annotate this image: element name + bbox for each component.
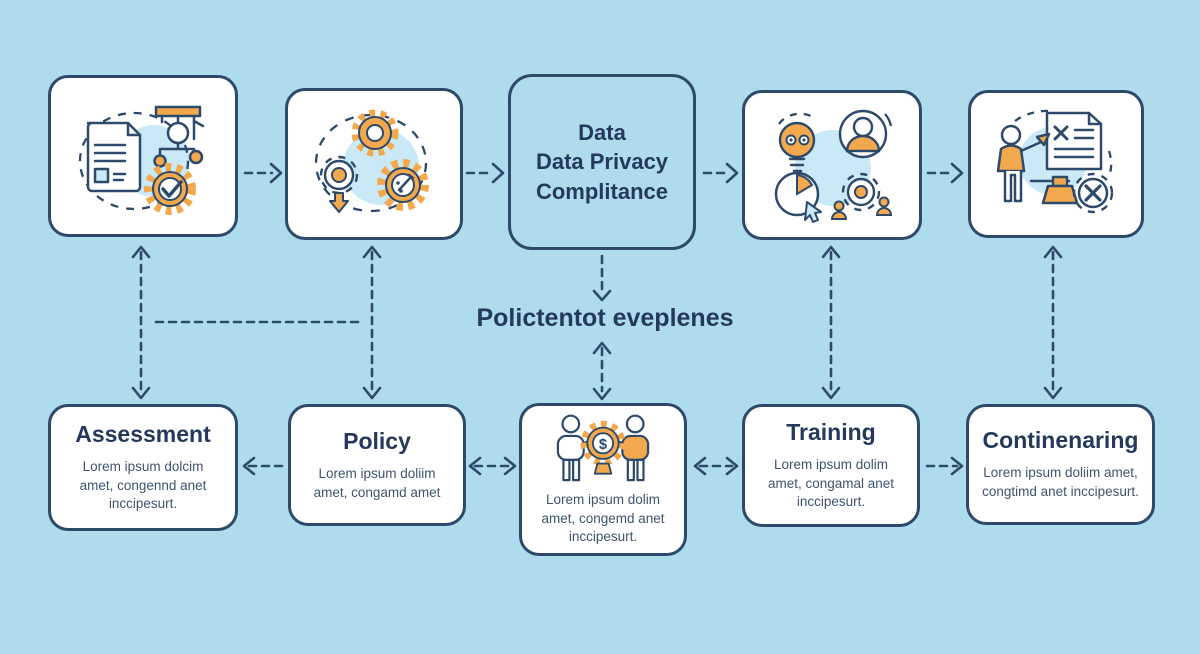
gears-process-icon xyxy=(314,109,429,213)
card-continenaring: Continenaring Lorem ipsum doliim amet, c… xyxy=(966,404,1155,525)
top-box-audit xyxy=(968,90,1144,238)
card-training: Training Lorem ipsum dolim amet, congama… xyxy=(742,404,920,527)
top-box-process xyxy=(285,88,463,240)
card-policy-title: Policy xyxy=(343,427,411,454)
card-continenaring-title: Continenaring xyxy=(982,427,1139,454)
card-policy: Policy Lorem ipsum doliim amet, congamd … xyxy=(288,404,466,526)
partnership-finance-icon: $ xyxy=(556,414,650,482)
compliance-records-icon xyxy=(78,105,205,215)
connector-label: Polictentot eveplenes xyxy=(476,304,734,332)
card-assessment-body: Lorem ipsum dolcim amet, congennd anet i… xyxy=(79,459,207,512)
card-training-title: Training xyxy=(786,419,876,446)
title-line-2: Data Privacy xyxy=(535,149,669,175)
card-training-body: Lorem ipsum dolim amet, congamal anet in… xyxy=(767,457,895,510)
top-box-records xyxy=(48,75,238,237)
card-finance: $ Lorem ipsum dolim amet, congemd anet i… xyxy=(519,403,687,556)
card-continenaring-body: Lorem ipsum doliim amet, congtimd anet i… xyxy=(982,465,1139,499)
presentation-audit-icon xyxy=(996,109,1114,214)
title-box: Data Data Privacy Complitance xyxy=(508,74,696,250)
card-policy-body: Lorem ipsum doliim amet, congamd amet xyxy=(313,465,441,500)
top-box-review xyxy=(742,90,922,240)
ideas-review-icon xyxy=(774,109,893,223)
card-assessment: Assessment Lorem ipsum dolcim amet, cong… xyxy=(48,404,238,531)
card-finance-body: Lorem ipsum dolim amet, congemd anet inc… xyxy=(541,492,665,545)
title-line-3: Complitance xyxy=(535,178,669,204)
card-assessment-title: Assessment xyxy=(75,421,211,448)
title-line-1: Data xyxy=(578,120,626,146)
dollar-glyph: $ xyxy=(599,437,607,453)
